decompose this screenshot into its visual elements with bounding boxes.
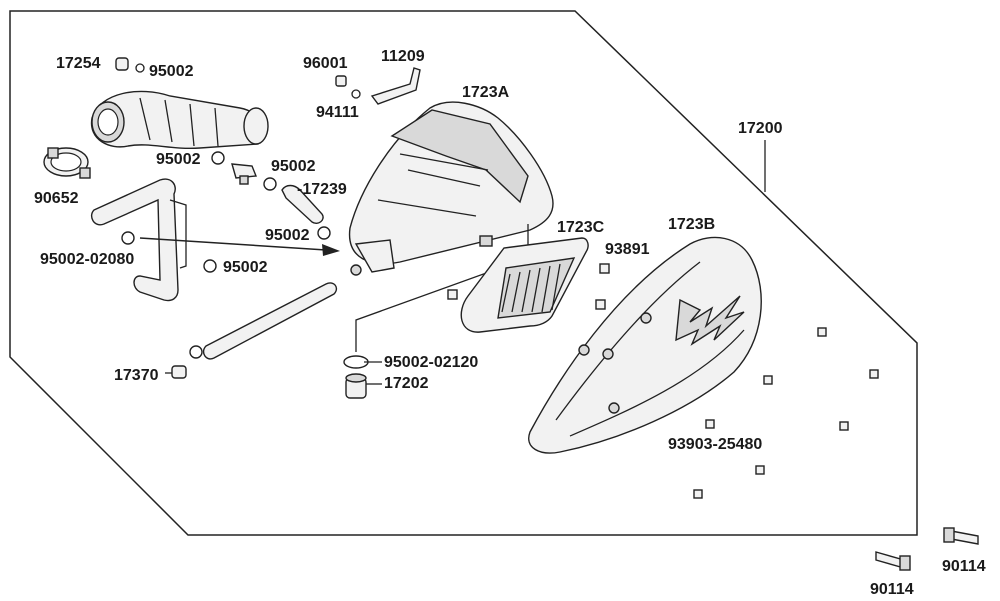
bolt-96001-part (335, 75, 361, 99)
label-1723A: 1723A (462, 84, 510, 101)
drain-hose-part (202, 282, 338, 360)
label-95002-b: 95002 (156, 151, 201, 168)
screws-93903-part (693, 327, 879, 499)
screws-93891-part (447, 263, 610, 310)
label-95002-a: 95002 (149, 63, 194, 80)
label-leaders (165, 361, 382, 385)
label-17200: 17200 (738, 120, 783, 137)
label-90652: 90652 (34, 190, 79, 207)
label-90114-a: 90114 (870, 581, 914, 598)
label-17370: 17370 (114, 367, 159, 384)
label-17254: 17254 (56, 55, 101, 72)
label-90114-b: 90114 (942, 558, 986, 575)
air-cleaner-cover-part (528, 236, 762, 454)
bolts-90114-part (875, 527, 979, 571)
label-96001: 96001 (303, 55, 348, 72)
intake-duct-part (90, 90, 269, 150)
bolt-17254-part (115, 57, 145, 73)
assembly-outline (9, 10, 918, 536)
label-95002-02120: 95002-02120 (384, 354, 478, 371)
label-95002-02080: 95002-02080 (40, 251, 134, 268)
label-93903-25480: 93903-25480 (668, 436, 762, 453)
label-1723C: 1723C (557, 219, 605, 236)
assembly-arrow (139, 237, 340, 256)
label-17239: -17239 (297, 181, 347, 198)
label-93891: 93891 (605, 241, 650, 258)
breather-hose-part (90, 178, 187, 302)
label-17202: 17202 (384, 375, 429, 392)
label-95002-c: 95002 (271, 158, 316, 175)
filter-element-part (460, 237, 589, 333)
label-95002-e: 95002 (223, 259, 268, 276)
label-1723B: 1723B (668, 216, 715, 233)
check-valve-part (231, 163, 257, 185)
clamp-90652-part (43, 147, 91, 179)
label-94111: 94111 (316, 104, 359, 121)
hose-17239-part (281, 184, 324, 224)
air-cleaner-case-part (348, 101, 554, 276)
label-11209: 11209 (381, 48, 425, 65)
label-95002-d: 95002 (265, 227, 310, 244)
plug-17370-part (171, 365, 187, 379)
hose-clips-part (121, 151, 331, 273)
bracket-11209-part (370, 67, 421, 105)
